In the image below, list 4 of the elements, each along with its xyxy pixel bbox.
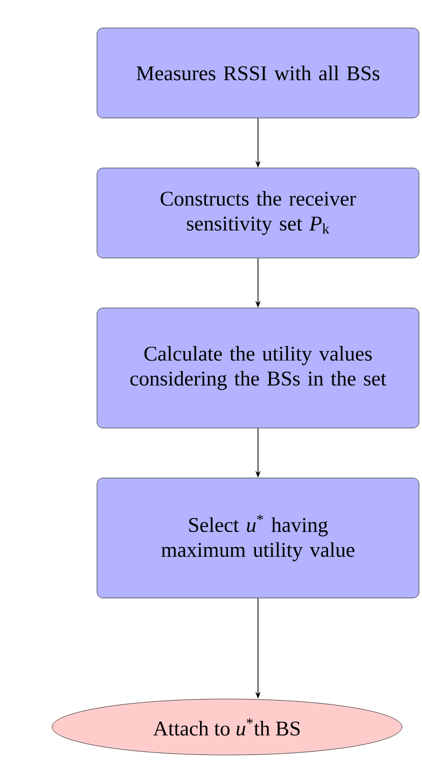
process-box: Constructs the receiver sensitivity set P$_{k}$ bbox=[96, 168, 420, 258]
process-box: Calculate the utility values considering the BSs in the set bbox=[96, 308, 420, 428]
process-box: Measures RSSI with all BSs bbox=[96, 28, 420, 118]
process-box: Select u$^{*}$ having maximum utility value bbox=[96, 478, 420, 598]
